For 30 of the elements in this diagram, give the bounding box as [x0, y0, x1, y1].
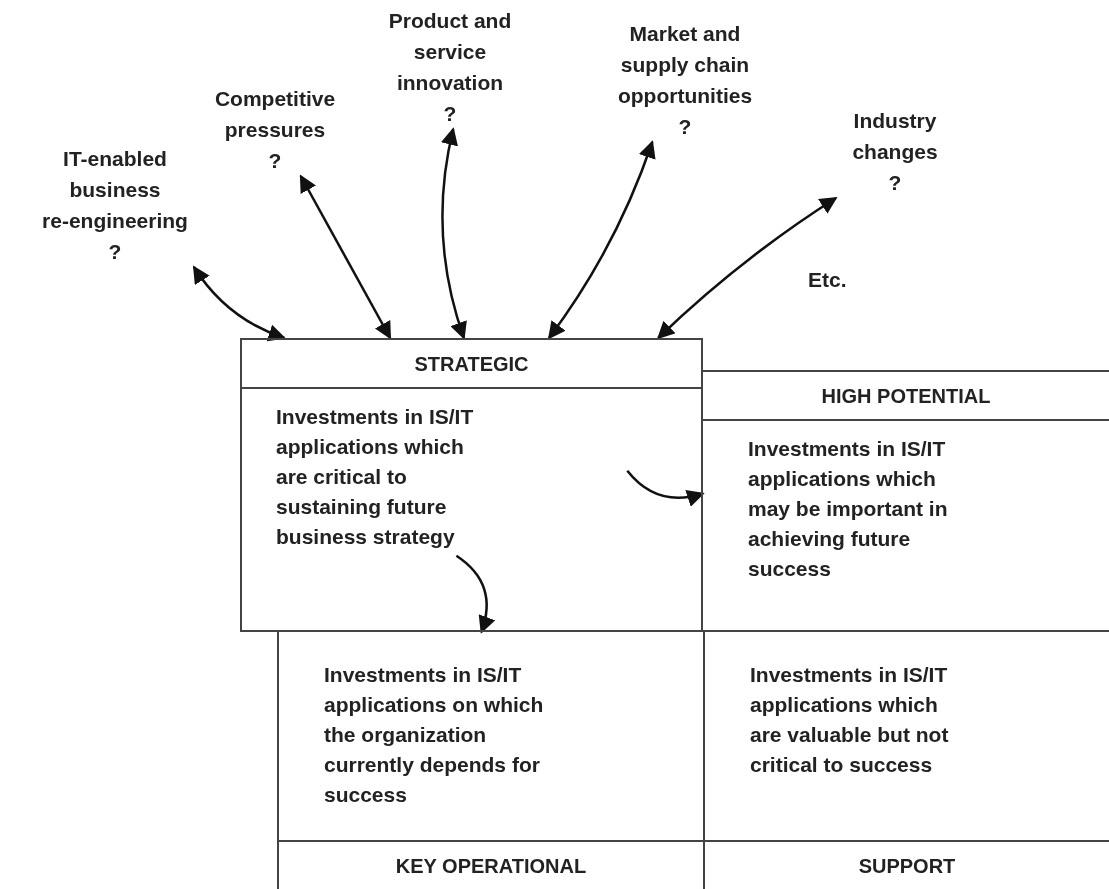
question-mark: ?: [443, 101, 457, 127]
quadrant-heading: SUPPORT: [705, 840, 1109, 889]
quadrant-box: [703, 370, 1109, 632]
factor-text: IT-enabled business re-engineering: [41, 146, 189, 234]
quadrant-description: Investments in IS/IT applications on which the organization currently depends for success: [324, 662, 545, 808]
question-mark: ?: [108, 239, 122, 265]
factor-text: Competitive pressures: [213, 86, 337, 143]
quadrant-box: [703, 632, 1109, 889]
arrow: [656, 196, 838, 340]
arrow: [547, 140, 656, 340]
arrow: [455, 554, 495, 634]
question-mark: ?: [678, 114, 692, 140]
quadrant-description: Investments in IS/IT applications which are critical to sustaining future business strategy: [276, 404, 475, 550]
quadrant-box: [277, 632, 703, 889]
factor-text: Product and service innovation: [387, 8, 513, 96]
question-mark: ?: [888, 170, 902, 196]
quadrant-box: [240, 338, 703, 632]
note-text: Etc.: [808, 268, 847, 292]
arrow: [299, 174, 392, 340]
factor-text: Industry changes: [851, 108, 939, 165]
arrow: [441, 127, 468, 340]
arrow: [626, 470, 705, 507]
arrow: [192, 265, 286, 341]
quadrant-description: Investments in IS/IT applications which may be important in achieving future success: [748, 436, 949, 582]
factor-text: Market and supply chain opportunities: [616, 21, 754, 109]
quadrant-description: Investments in IS/IT applications which are valuable but not critical to success: [750, 662, 950, 778]
quadrant-heading: HIGH POTENTIAL: [703, 372, 1109, 421]
quadrant-heading: STRATEGIC: [242, 340, 701, 389]
quadrant-heading: KEY OPERATIONAL: [279, 840, 703, 889]
question-mark: ?: [268, 148, 282, 174]
